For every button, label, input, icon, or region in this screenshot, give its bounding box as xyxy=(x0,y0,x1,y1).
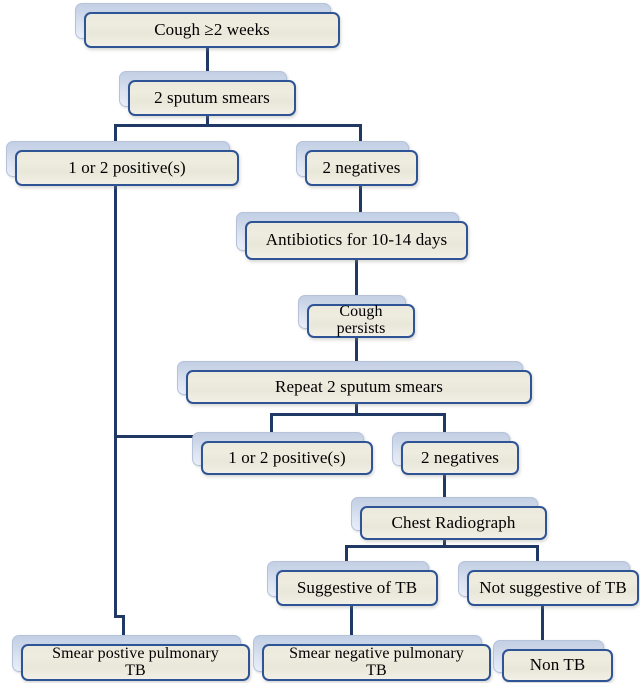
node-label: Smear postive pulmonary TB xyxy=(52,644,219,679)
node-front-plate: 1 or 2 positive(s) xyxy=(15,150,239,186)
node-front-plate: Not suggestive of TB xyxy=(467,570,639,606)
node-label: Not suggestive of TB xyxy=(479,577,627,597)
node-label: Repeat 2 sputum smears xyxy=(275,376,443,396)
node-front-plate: Antibiotics for 10-14 days xyxy=(245,221,468,260)
node-front-plate: Suggestive of TB xyxy=(276,570,438,606)
node-label: Antibiotics for 10-14 days xyxy=(265,230,448,250)
node-front-plate: 1 or 2 positive(s) xyxy=(201,441,373,475)
node-cough-persists[interactable]: Cough persists xyxy=(298,295,415,338)
edge-repeat-stem xyxy=(355,404,358,414)
edge-suggestive-to-smearneg xyxy=(350,606,353,638)
node-front-plate: Cough persists xyxy=(307,303,415,338)
edge-spine-jog xyxy=(114,615,125,618)
edge-coughpersists-to-repeat xyxy=(355,338,358,364)
node-label: Suggestive of TB xyxy=(296,577,418,597)
edge-cxr-branch-bar xyxy=(345,545,539,548)
node-label: Smear negative pulmonary TB xyxy=(289,644,464,679)
node-front-plate: Cough ≥2 weeks xyxy=(84,12,340,48)
node-smear-positive-pulmonary-tb[interactable]: Smear postive pulmonary TB xyxy=(12,635,250,681)
edge-pos1-spine xyxy=(114,186,117,618)
node-label: Non TB xyxy=(529,655,586,675)
node-label: 2 negatives xyxy=(420,447,500,467)
edge-smears-to-neg1 xyxy=(359,124,362,144)
edge-notsuggestive-to-nontb xyxy=(541,606,544,643)
edge-neg2-to-cxr xyxy=(443,475,446,500)
node-label: Cough persists xyxy=(336,303,386,337)
node-non-tb[interactable]: Non TB xyxy=(493,640,613,682)
node-label: 2 sputum smears xyxy=(154,87,270,107)
node-front-plate: Smear negative pulmonary TB xyxy=(262,644,491,681)
node-one-or-two-positives-second[interactable]: 1 or 2 positive(s) xyxy=(192,432,373,475)
edge-cxr-to-notsuggestive xyxy=(536,545,539,564)
node-one-or-two-positives-first[interactable]: 1 or 2 positive(s) xyxy=(6,141,239,186)
node-front-plate: Smear postive pulmonary TB xyxy=(21,644,250,681)
edge-antibiotics-to-coughpersists xyxy=(355,260,358,298)
node-front-plate: 2 sputum smears xyxy=(128,80,296,116)
node-not-suggestive-of-tb[interactable]: Not suggestive of TB xyxy=(458,561,639,606)
node-suggestive-of-tb[interactable]: Suggestive of TB xyxy=(267,561,438,606)
node-chest-radiograph[interactable]: Chest Radiograph xyxy=(351,497,547,540)
edge-spine-to-smearpos xyxy=(122,615,125,639)
node-label: Cough ≥2 weeks xyxy=(154,19,270,39)
node-cough[interactable]: Cough ≥2 weeks xyxy=(75,3,340,48)
edge-cxr-stem xyxy=(443,540,446,547)
node-front-plate: Repeat 2 sputum smears xyxy=(186,370,532,404)
node-label: Chest Radiograph xyxy=(391,512,516,532)
node-front-plate: 2 negatives xyxy=(305,150,418,186)
node-smears[interactable]: 2 sputum smears xyxy=(119,71,296,116)
edge-repeat-branch-bar xyxy=(270,413,446,416)
node-front-plate: Chest Radiograph xyxy=(360,506,547,540)
node-smear-negative-pulmonary-tb[interactable]: Smear negative pulmonary TB xyxy=(253,635,491,681)
edge-neg1-to-antibiotics xyxy=(359,186,362,215)
node-front-plate: 2 negatives xyxy=(401,441,519,475)
node-antibiotics[interactable]: Antibiotics for 10-14 days xyxy=(236,212,468,260)
edge-cxr-to-suggestive xyxy=(345,545,348,564)
edge-smears-branch-bar xyxy=(114,124,362,127)
node-label: 1 or 2 positive(s) xyxy=(228,447,346,467)
node-two-negatives-second[interactable]: 2 negatives xyxy=(392,432,519,475)
node-repeat-smears[interactable]: Repeat 2 sputum smears xyxy=(177,361,532,404)
edge-cough-to-smears xyxy=(206,48,209,74)
edge-repeat-to-pos2 xyxy=(270,413,273,435)
edge-pos2-merge-into-spine xyxy=(114,435,196,438)
node-label: 1 or 2 positive(s) xyxy=(68,157,186,177)
edge-repeat-to-neg2 xyxy=(443,413,446,435)
node-label: 2 negatives xyxy=(322,157,401,177)
edge-smears-to-pos1 xyxy=(114,124,117,144)
edge-smears-stem xyxy=(206,116,209,126)
node-front-plate: Non TB xyxy=(502,649,613,682)
node-two-negatives-first[interactable]: 2 negatives xyxy=(296,141,418,186)
